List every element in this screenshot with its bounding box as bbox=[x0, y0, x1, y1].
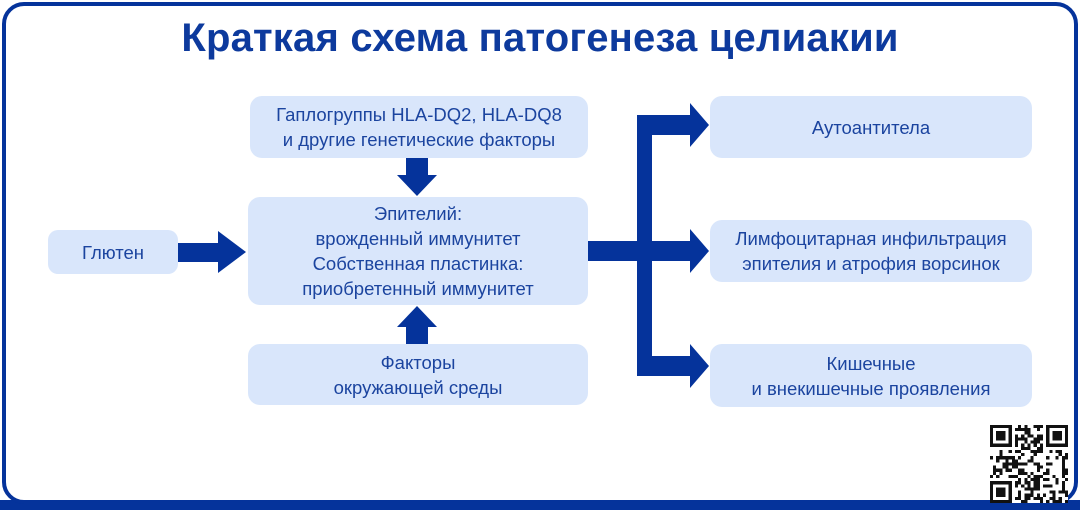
qr-code bbox=[990, 425, 1068, 503]
node-label: Кишечные bbox=[826, 352, 916, 374]
node-gluten: Глютен bbox=[48, 230, 178, 274]
node-label: Собственная пластинка: bbox=[312, 253, 524, 274]
node-label: Глютен bbox=[81, 241, 144, 263]
node-label: Гаплогруппы HLA-DQ2, HLA-DQ8 bbox=[276, 104, 562, 125]
node-intestinal-manifestations: Кишечные и внекишечные проявления bbox=[710, 344, 1032, 407]
node-label: эпителия и атрофия ворсинок bbox=[742, 253, 1000, 274]
node-label: приобретенный иммунитет bbox=[302, 278, 534, 299]
node-genetic-factors: Гаплогруппы HLA-DQ2, HLA-DQ8 и другие ге… bbox=[250, 96, 588, 158]
node-label: и другие генетические факторы bbox=[282, 129, 556, 150]
node-label: Эпителий: bbox=[373, 203, 463, 224]
node-label: окружающей среды bbox=[333, 376, 503, 398]
node-environmental-factors: Факторы окружающей среды bbox=[248, 344, 588, 405]
page-title: Краткая схема патогенеза целиакии bbox=[181, 16, 899, 60]
node-label: Лимфоцитарная инфильтрация bbox=[735, 228, 1007, 249]
node-lymphocytic-infiltration: Лимфоцитарная инфильтрация эпителия и ат… bbox=[710, 220, 1032, 282]
node-label: Аутоантитела bbox=[811, 116, 931, 138]
bottom-accent-strip bbox=[0, 500, 1080, 510]
node-label: врожденный иммунитет bbox=[315, 228, 521, 249]
node-label: Факторы bbox=[380, 351, 456, 373]
node-epithelium-immunity: Эпителий: врожденный иммунитет Собственн… bbox=[248, 197, 588, 305]
node-label: и внекишечные проявления bbox=[751, 377, 991, 399]
node-autoantibodies: Аутоантитела bbox=[710, 96, 1032, 158]
